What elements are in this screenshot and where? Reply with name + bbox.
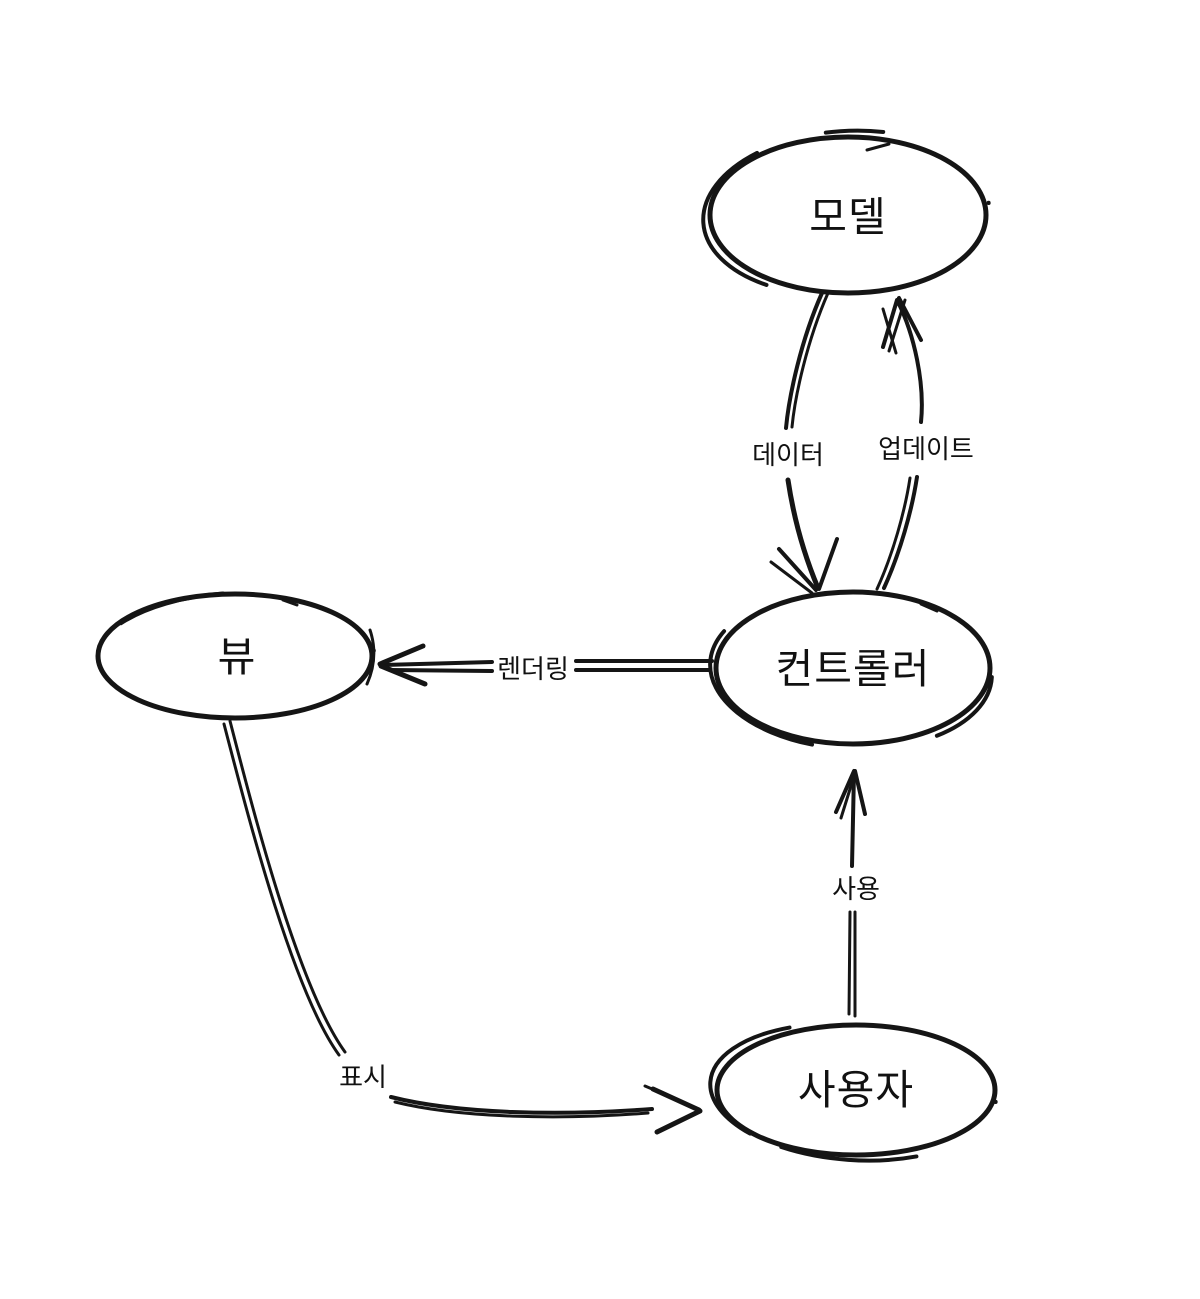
edge-update-line-upper <box>896 300 924 424</box>
node-model: 모델 <box>701 128 991 298</box>
edge-label-update: 업데이트 <box>878 434 974 464</box>
edge-display-arrowhead-barb-bottom <box>654 1108 703 1135</box>
edge-use-arrowhead-barb3 <box>853 769 867 816</box>
node-label-controller: 컨트롤러 <box>776 646 931 692</box>
edge-user-to-controller: 사용 <box>832 769 880 1018</box>
edge-model-to-controller: 데이터 <box>752 291 839 595</box>
edge-rendering-arrowhead-barb-top <box>377 643 426 667</box>
user-ellipse-sketch <box>708 1021 998 1163</box>
edge-update-arrowhead-barb4 <box>881 307 898 355</box>
view-sketch-tick <box>281 598 299 607</box>
edge-label-display: 표시 <box>339 1062 387 1092</box>
edge-update-line-lower <box>882 475 919 590</box>
edge-display-line-lower <box>389 1095 654 1115</box>
edge-use-line-upper <box>850 770 856 868</box>
model-sketch-tick <box>865 142 891 152</box>
edge-controller-to-view: 렌더링 <box>377 643 714 687</box>
edge-display-line-upper <box>222 722 341 1057</box>
node-label-view: 뷰 <box>218 634 257 680</box>
edge-view-to-user: 표시 <box>222 719 703 1135</box>
edge-label-data: 데이터 <box>752 440 824 470</box>
edge-label-rendering: 렌더링 <box>497 654 569 684</box>
edge-update-line-lower-double <box>875 476 912 591</box>
edge-data-line-upper <box>784 291 824 430</box>
controller-ellipse <box>713 589 993 747</box>
edge-use-arrowhead-barb <box>834 769 856 814</box>
node-label-user: 사용자 <box>798 1067 914 1113</box>
user-ellipse <box>714 1022 998 1158</box>
node-label-model: 모델 <box>809 194 886 240</box>
edge-display-line-upper-double <box>228 719 347 1054</box>
edge-data-line-lower <box>785 477 821 591</box>
controller-sketch-tick <box>919 602 939 613</box>
view-sketch-arc <box>365 628 376 686</box>
edge-update-arrowhead-barb <box>881 298 899 349</box>
model-ellipse <box>707 134 989 296</box>
view-ellipse <box>95 591 375 721</box>
edge-label-use: 사용 <box>832 874 880 904</box>
edge-display-arrowhead-barb2 <box>643 1084 680 1102</box>
edge-data-arrowhead-barb2 <box>769 560 814 595</box>
edge-rendering-arrowhead-barb-bottom <box>378 663 428 687</box>
edge-use-arrowhead-barb2 <box>839 771 857 820</box>
node-view: 뷰 <box>90 590 376 726</box>
edge-rendering-line-left-top <box>381 660 494 667</box>
node-user: 사용자 <box>708 1021 998 1163</box>
edge-data-arrowhead-barb <box>777 547 818 592</box>
model-ellipse-sketch <box>701 128 991 298</box>
edge-controller-to-model: 업데이트 <box>875 296 974 591</box>
edge-use-line-lower <box>847 910 852 1016</box>
node-controller: 컨트롤러 <box>708 588 994 752</box>
edge-data-line-upper-double <box>790 291 830 429</box>
edge-display-line-lower-double <box>393 1100 650 1119</box>
edge-data-arrowhead-barb3 <box>817 537 839 591</box>
edge-rendering-line-left-bottom <box>388 668 494 673</box>
